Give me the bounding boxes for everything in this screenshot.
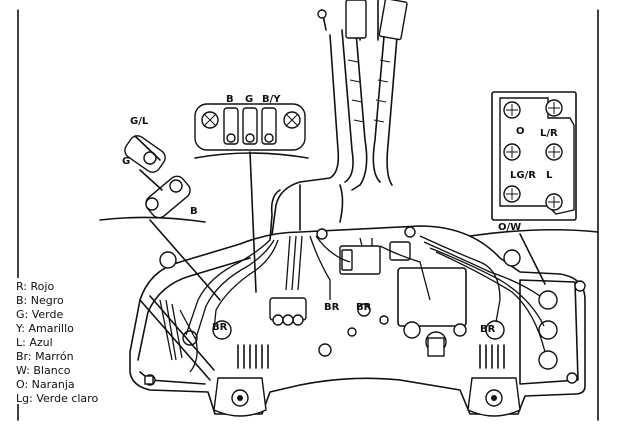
left-label-b: B (190, 206, 198, 217)
legend-item: Y: Amarillo (15, 322, 74, 335)
legend-item: O: Naranja (16, 378, 75, 391)
mounting-tabs (213, 377, 521, 417)
br-tag-4: BR (480, 324, 496, 335)
legend-item: L: Azul (16, 336, 53, 349)
right-label-lgr: LG/R (510, 170, 536, 181)
right-label-lr: L/R (540, 128, 558, 139)
br-tag-3: BR (356, 302, 372, 313)
legend-item: B: Negro (16, 294, 64, 307)
color-legend: R: Rojo B: Negro G: Verde Y: Amarillo L:… (14, 278, 110, 405)
legend-item: Lg: Verde claro (16, 392, 98, 405)
right-label-o: O (516, 126, 525, 137)
legend-item: W: Blanco (16, 364, 71, 377)
right-caption-ow: O/W (498, 222, 521, 233)
meter-housing (129, 225, 586, 415)
cable-bundle (269, 0, 408, 241)
br-tag-2: BR (324, 302, 340, 313)
left-label-gl: G/L (130, 116, 149, 127)
center-label-2: G (245, 94, 253, 105)
left-connector: G/L G B (99, 116, 221, 301)
meter-sockets: BR BR BR BR (159, 226, 586, 370)
legend-item: Br: Marrón (16, 350, 74, 363)
center-label-3: B/Y (262, 94, 281, 105)
right-connector-box: O L/R LG/R L O/W (469, 91, 599, 285)
wire-harness (139, 235, 546, 381)
br-tag-1: BR (212, 322, 228, 333)
left-label-g: G (122, 156, 130, 167)
center-connector: B G B/Y (194, 94, 309, 293)
legend-item: G: Verde (16, 308, 63, 321)
legend-item: R: Rojo (16, 280, 54, 293)
center-label-1: B (226, 94, 234, 105)
right-label-l: L (546, 170, 553, 181)
